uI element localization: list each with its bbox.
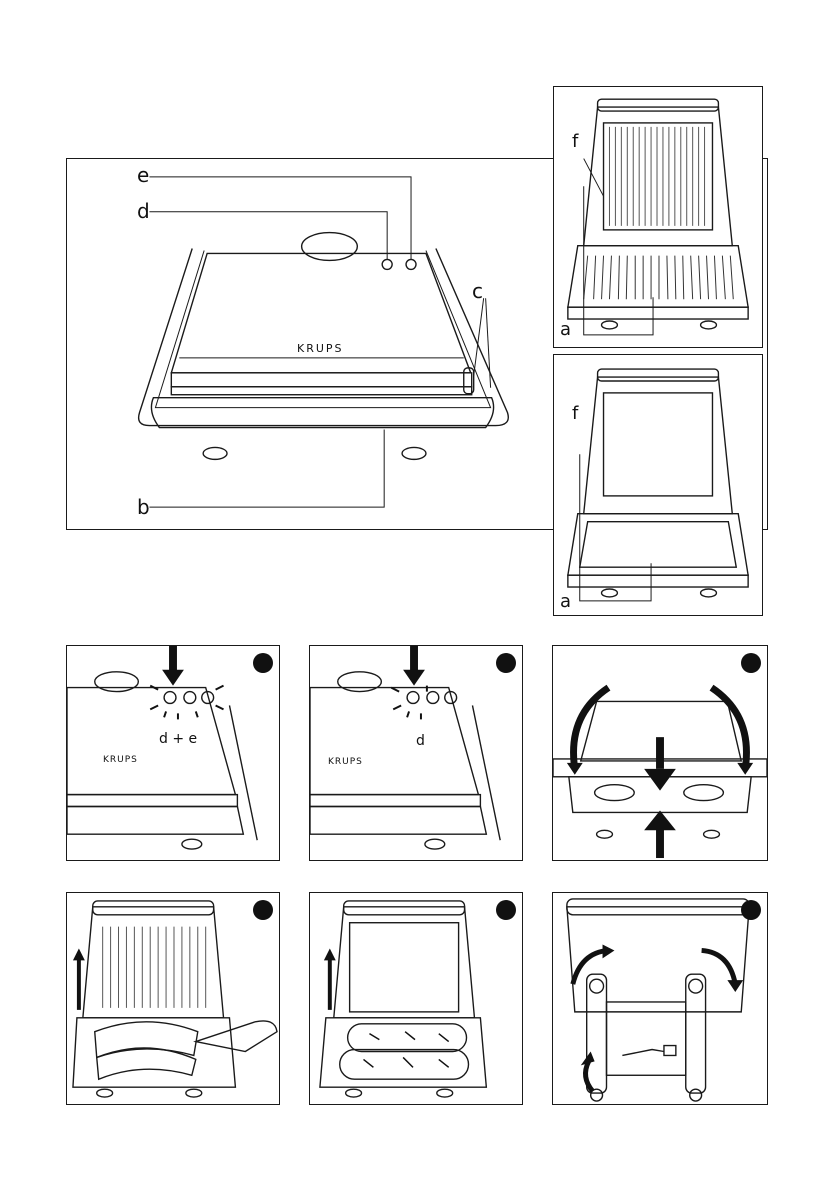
step-1-caption: d + e — [159, 732, 197, 746]
grill-label-a: a — [560, 321, 571, 339]
grill-plates-panel: f a — [553, 86, 763, 348]
label-d: d — [137, 201, 150, 221]
step-6-panel — [552, 892, 768, 1105]
step-1-number-dot — [253, 653, 273, 673]
grill-label-f: f — [572, 133, 578, 151]
step-3-illustration — [553, 646, 767, 860]
label-c: c — [472, 281, 483, 301]
flat-label-f: f — [572, 405, 578, 423]
step-6-number-dot — [741, 900, 761, 920]
step-3-number-dot — [741, 653, 761, 673]
label-e: e — [137, 165, 149, 185]
flat-plates-illustration — [554, 355, 762, 615]
step-2-number-dot — [496, 653, 516, 673]
flat-plates-panel: f a — [553, 354, 763, 616]
step-2-illustration — [310, 646, 522, 860]
flat-label-a: a — [560, 593, 571, 611]
step-2-panel: KRUPS d — [309, 645, 523, 861]
step-2-caption: d — [416, 734, 425, 748]
step-5-illustration — [310, 893, 522, 1104]
step-4-number-dot — [253, 900, 273, 920]
step-1-panel: KRUPS d + e — [66, 645, 280, 861]
step-5-number-dot — [496, 900, 516, 920]
step-1-brand: KRUPS — [103, 756, 138, 765]
grill-plates-illustration — [554, 87, 762, 347]
step-1-illustration — [67, 646, 279, 860]
step-4-panel — [66, 892, 280, 1105]
brand-logo-text: KRUPS — [297, 343, 344, 354]
step-5-panel — [309, 892, 523, 1105]
step-3-panel — [552, 645, 768, 861]
step-2-brand: KRUPS — [328, 758, 363, 767]
step-6-illustration — [553, 893, 767, 1104]
step-4-illustration — [67, 893, 279, 1104]
label-b: b — [137, 497, 150, 517]
